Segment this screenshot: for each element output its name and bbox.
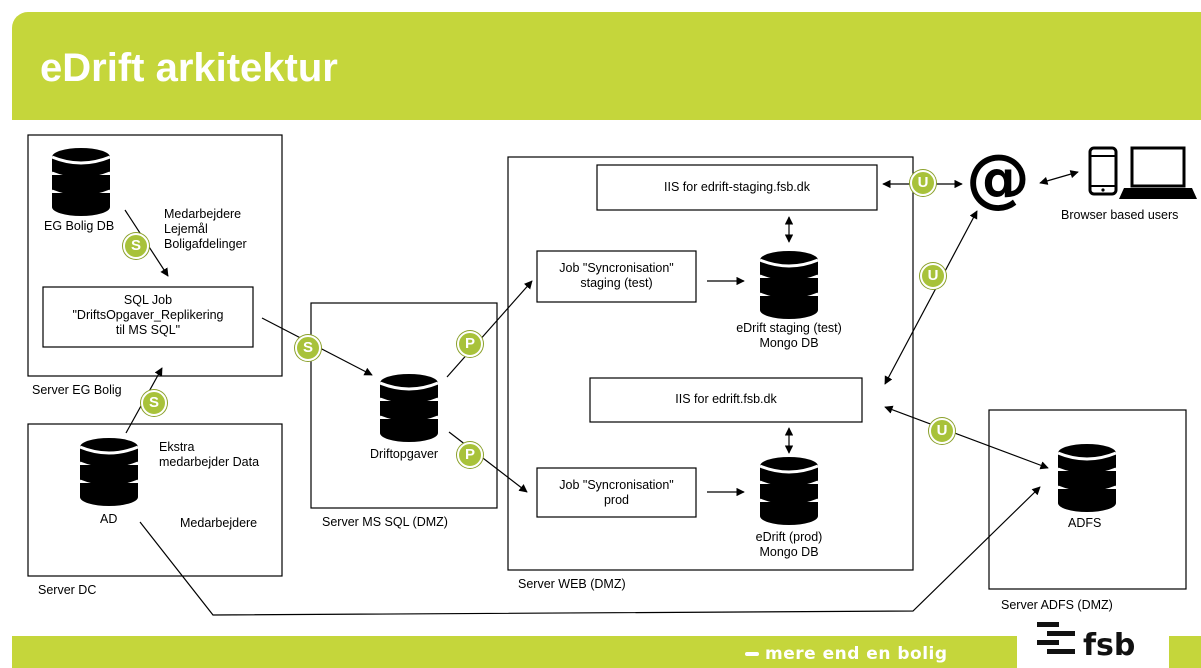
arrow-iis-prod-to-web [884, 210, 978, 385]
arrow-driftopgaver-to-job-staging [446, 280, 533, 378]
fsb-logo-icon [1037, 622, 1075, 654]
job-prod-box [536, 467, 697, 518]
badge-s-sqljob: S [295, 335, 321, 361]
badge-s-ad: S [141, 390, 167, 416]
arrow-web-to-users [1039, 170, 1079, 185]
server-dc-box [27, 423, 283, 577]
badge-u-adfs: U [929, 418, 955, 444]
phone-icon [1088, 146, 1118, 196]
badge-p-staging: P [457, 331, 483, 357]
prod-db-label: eDrift (prod) Mongo DB [714, 530, 864, 560]
laptop-icon [1119, 146, 1197, 199]
staging-db-name: eDrift staging (test) [736, 321, 842, 335]
job-staging-label: Job "Syncronisation" staging (test) [537, 261, 696, 291]
header-bar [12, 12, 1201, 120]
iis-prod-box [589, 377, 863, 423]
job-staging-box [536, 250, 697, 303]
sql-job-line-3: til MS SQL" [115, 323, 181, 337]
job-staging-line-1: Job "Syncronisation" [559, 261, 674, 275]
sql-job-line-2: "DriftsOpgaver_Replikering [72, 308, 224, 322]
fsb-logo-text: fsb [1083, 628, 1136, 663]
iis-staging-label: IIS for edrift-staging.fsb.dk [664, 180, 810, 194]
tagline-dash [745, 652, 759, 656]
server-ms-sql-label: Server MS SQL (DMZ) [322, 515, 448, 529]
ad-medarbejdere-note: Medarbejdere [180, 516, 258, 530]
arrow-driftopgaver-to-job-prod [448, 431, 528, 493]
driftopgaver-label: Driftopgaver [370, 447, 439, 461]
ad-data-line-1: Ekstra [159, 440, 195, 454]
eg-data-line-3: Boligafdelinger [164, 237, 247, 251]
footer-bar [12, 636, 1201, 668]
server-adfs-label: Server ADFS (DMZ) [1001, 598, 1113, 612]
arrow-iis-prod-to-adfs [884, 405, 1049, 470]
job-prod-line-1: Job "Syncronisation" [559, 478, 674, 492]
tagline-text: mere end en bolig [765, 644, 948, 664]
eg-data-line-2: Lejemål [164, 222, 208, 236]
server-dc-label: Server DC [38, 583, 97, 597]
server-adfs-box [988, 409, 1187, 590]
job-prod-line-2: prod [603, 493, 630, 507]
ad-db-icon [78, 436, 140, 508]
arrow-ad-to-adfs [139, 486, 1041, 616]
sql-job-line-1: SQL Job [123, 293, 173, 307]
ad-data-line-2: medarbejder Data [159, 455, 260, 469]
job-prod-label: Job "Syncronisation" prod [537, 478, 696, 508]
eg-data-note: Medarbejdere Lejemål Boligafdelinger [164, 207, 247, 252]
job-staging-line-2: staging (test) [580, 276, 653, 290]
badge-p-prod: P [457, 442, 483, 468]
staging-db-label: eDrift staging (test) Mongo DB [714, 321, 864, 351]
badge-u-staging: U [910, 170, 936, 196]
server-eg-bolig-label: Server EG Bolig [32, 383, 122, 397]
prod-mongo-db-icon [758, 455, 820, 527]
iis-prod-label: IIS for edrift.fsb.dk [675, 392, 777, 406]
browser-users-label: Browser based users [1061, 208, 1179, 222]
at-icon: @ [966, 142, 1030, 216]
eg-bolig-db-label: EG Bolig DB [44, 219, 115, 233]
footer-tagline: mere end en bolig [745, 644, 948, 664]
adfs-db-label: ADFS [1068, 516, 1102, 530]
staging-mongo-db-icon [758, 249, 820, 321]
staging-db-type: Mongo DB [759, 336, 819, 350]
slide-title: eDrift arkitektur [40, 46, 338, 90]
prod-db-name: eDrift (prod) [755, 530, 823, 544]
badge-s-egdb: S [123, 233, 149, 259]
prod-db-type: Mongo DB [759, 545, 819, 559]
server-web-label: Server WEB (DMZ) [518, 577, 626, 591]
server-ms-sql-box [310, 302, 498, 509]
eg-data-line-1: Medarbejdere [164, 207, 242, 221]
ad-data-note: Ekstra medarbejder Data [159, 440, 259, 470]
eg-bolig-db-icon [50, 146, 112, 218]
ad-label: AD [100, 512, 118, 526]
iis-staging-box [596, 164, 878, 211]
badge-u-prod: U [920, 263, 946, 289]
logo-area [1017, 614, 1169, 668]
adfs-db-icon [1056, 442, 1118, 514]
sql-job-label: SQL Job "DriftsOpgaver_Replikering til M… [43, 293, 253, 338]
driftopgaver-db-icon [378, 372, 440, 444]
sql-job-box [42, 286, 254, 348]
